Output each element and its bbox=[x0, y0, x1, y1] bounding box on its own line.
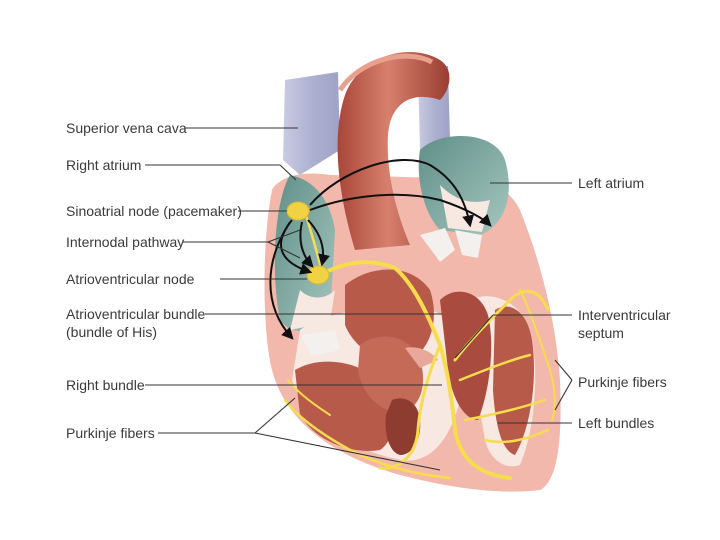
label-left-bundles: Left bundles bbox=[578, 415, 655, 431]
label-purkinje-fibers-right: Purkinje fibers bbox=[578, 374, 667, 390]
signal-arrows bbox=[269, 159, 492, 340]
atrioventricular-node bbox=[306, 265, 330, 285]
ventricle-muscle bbox=[295, 269, 535, 455]
leader-lines bbox=[145, 127, 573, 471]
label-internodal-pathway: Internodal pathway bbox=[66, 234, 185, 250]
label-left-atrium: Left atrium bbox=[578, 175, 645, 191]
label-atrioventricular-node: Atrioventricular node bbox=[66, 271, 195, 287]
label-septum-line1: Interventricular bbox=[578, 307, 671, 323]
superior-vena-cava bbox=[283, 72, 340, 175]
label-interventricular-septum: Interventricular septum bbox=[578, 306, 671, 342]
sinoatrial-node bbox=[286, 201, 310, 221]
label-right-atrium: Right atrium bbox=[66, 157, 142, 173]
label-sinoatrial-node: Sinoatrial node (pacemaker) bbox=[66, 203, 242, 219]
label-av-bundle-line1: Atrioventricular bundle bbox=[66, 306, 206, 322]
aorta bbox=[337, 52, 450, 251]
label-right-bundle: Right bundle bbox=[66, 377, 145, 393]
label-av-bundle-line2: (bundle of His) bbox=[66, 324, 158, 340]
label-superior-vena-cava: Superior vena cava bbox=[66, 120, 187, 136]
label-purkinje-fibers-left: Purkinje fibers bbox=[66, 425, 155, 441]
label-atrioventricular-bundle: Atrioventricular bundle (bundle of His) bbox=[66, 305, 205, 341]
label-septum-line2: septum bbox=[578, 325, 624, 341]
heart-valves bbox=[300, 228, 482, 356]
conduction-system bbox=[283, 210, 556, 480]
